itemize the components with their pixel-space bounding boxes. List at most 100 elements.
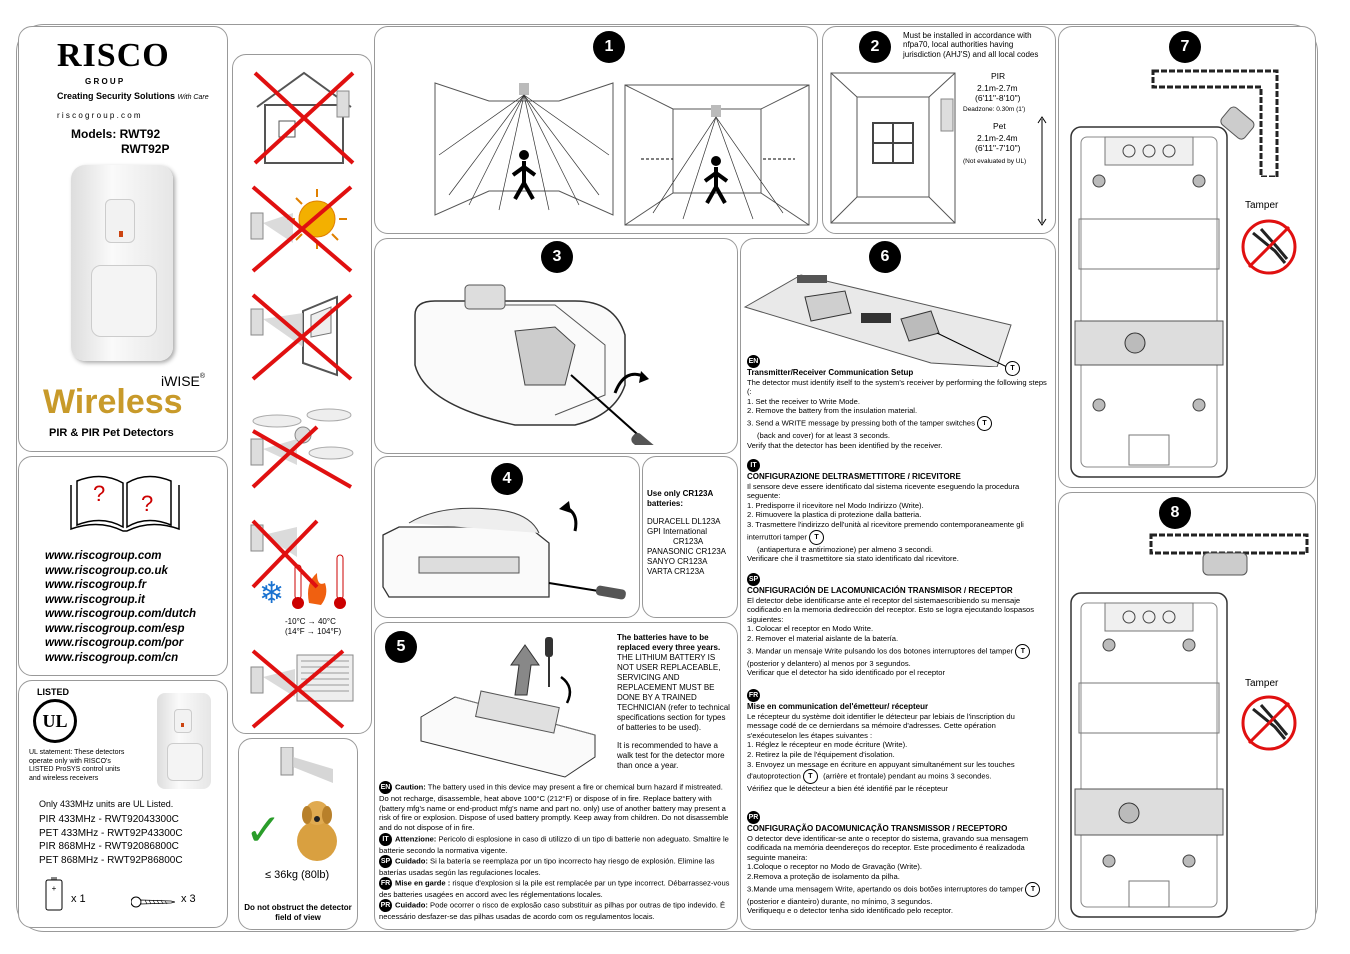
battery-list: DURACELL DL123A GPI International CR123A… (647, 517, 737, 577)
screw-qty: x 3 (181, 893, 196, 905)
section-6-panel: 6 T EN Transmitter/Receiver Communicatio… (740, 238, 1056, 930)
use-only-label: Use only CR123A batteries: (647, 489, 713, 508)
url-link[interactable]: www.riscogroup.com (45, 550, 162, 562)
url-link[interactable]: www.riscogroup.com/por (45, 637, 184, 649)
install-note: Must be installed in accordance with nfp… (903, 31, 1039, 59)
battery-item: PANASONIC CR123A (647, 547, 726, 556)
temp-celsius: -10°C → 40°C (285, 617, 336, 626)
tagline-main: Creating Security Solutions (57, 91, 176, 101)
step-number-2: 2 (859, 31, 891, 63)
step-number-6: 6 (869, 241, 901, 273)
lang-badge: IT (747, 459, 760, 472)
battery-qty: x 1 (71, 893, 86, 905)
section-4-panel: 4 (374, 456, 640, 618)
side-detector-icon (940, 98, 954, 132)
tamper-label-7: Tamper (1245, 200, 1279, 211)
section-1-panel: 1 (374, 26, 818, 234)
series-label: iWISE® (161, 373, 206, 389)
ul-detector-image (157, 693, 211, 789)
ul-listed-text: LISTED (37, 687, 70, 697)
url-link[interactable]: www.riscogroup.com/cn (45, 651, 179, 664)
height-arrow (1037, 116, 1047, 226)
coverage-room-right (624, 84, 810, 226)
battery-item: DURACELL DL123A (647, 517, 721, 526)
setup-fr: FR Mise en communication del'émetteur/ r… (747, 689, 1047, 794)
lang-badge: SP (379, 855, 392, 868)
url-list: www.riscogroup.com www.riscogroup.co.uk … (45, 549, 196, 665)
ul-model-row: PIR 433MHz - RWT92043300C (39, 814, 179, 825)
do-not-panel: ❄ -10°C → 40°C (14°F → 104°F) (232, 54, 372, 734)
book-icon (70, 475, 180, 532)
window-icon (250, 293, 353, 381)
ceiling-fan-icon (250, 408, 354, 489)
url-link[interactable]: www.riscogroup.co.uk (45, 564, 168, 577)
tamper-t-marker: T (802, 769, 818, 785)
setup-title: Mise en communication del'émetteur/ réce… (747, 702, 929, 711)
battery-item: SANYO CR123A (647, 557, 708, 566)
corner-wall-icon (1151, 69, 1279, 177)
pet-height: 2.1m-2.4m (977, 133, 1018, 143)
pir-label: PIR (991, 71, 1006, 81)
step-number-8: 8 (1159, 497, 1191, 529)
url-link[interactable]: www.riscogroup.it (45, 593, 145, 606)
pet-label: Pet (993, 121, 1006, 131)
lang-badge: IT (379, 833, 392, 846)
open-cover-illustration (414, 284, 666, 445)
detector-image (71, 165, 173, 361)
page-frame (16, 24, 1318, 932)
house-icon (253, 71, 355, 165)
lang-badge: PR (379, 899, 392, 912)
question-mark-1: ? (93, 481, 106, 506)
temp-fahrenheit: (14°F → 104°F) (285, 627, 342, 636)
battery-item: GPI International (647, 527, 708, 536)
detector-beam-icon (280, 747, 333, 783)
setup-title: CONFIGURACIÓN DE LACOMUNICACIÓN TRANSMIS… (747, 586, 1013, 595)
tamper-label-8: Tamper (1245, 678, 1279, 689)
lang-badge: EN (379, 781, 392, 794)
check-mark-icon: ✓ (245, 805, 282, 856)
not-evaluated-label: (Not evaluated by UL) (963, 158, 1027, 165)
replace-heading: The batteries have to be replaced every … (617, 633, 721, 652)
walk-test-text: It is recommended to have a walk test fo… (617, 741, 725, 770)
websites-panel: ? ? www.riscogroup.com www.riscogroup.co… (18, 456, 228, 676)
step-number-1: 1 (593, 31, 625, 63)
models-label: Models: RWT92 (71, 127, 161, 141)
battery-list-panel: Use only CR123A batteries: DURACELL DL12… (642, 456, 738, 618)
models-second: RWT92P (121, 142, 170, 156)
tamper-t-marker: T (1005, 361, 1020, 376)
section-5-panel: 5 The batteries have to be replaced ever… (374, 622, 738, 930)
tamper-t-marker: T (1015, 643, 1031, 659)
url-link[interactable]: www.riscogroup.com/esp (45, 622, 185, 635)
ul-model-row: PET 868MHz - RWT92P86800C (39, 854, 183, 866)
ul-only: Only 433MHz units are UL Listed. (39, 799, 174, 809)
setup-it: IT CONFIGURAZIONE DELTRASMETTITORE / RIC… (747, 459, 1047, 564)
tamper-t-marker: T (1025, 881, 1041, 897)
question-mark-2: ? (141, 491, 154, 516)
url-link[interactable]: www.riscogroup.com/dutch (45, 608, 196, 620)
ul-logo: UL (33, 699, 77, 743)
step-number-7: 7 (1169, 31, 1201, 63)
temperature-icon: ❄ (250, 519, 346, 611)
section-7-panel: 7 Tamper (1058, 26, 1316, 488)
mounting-diagram (830, 72, 956, 224)
section-8-panel: 8 Tamper (1058, 492, 1316, 930)
remove-battery-illustration (382, 501, 626, 600)
back-plate-diagram (1070, 126, 1228, 478)
tagline: Creating Security Solutions With Care (57, 91, 209, 101)
battery-item: CR123A (673, 537, 704, 546)
sun-icon (250, 185, 353, 273)
lang-badge: FR (379, 877, 392, 890)
ul-panel: LISTED UL UL statement: These detectors … (18, 680, 228, 928)
pir-height-imperial: (6'11"-8'10") (975, 93, 1021, 103)
battery-icon: + (45, 877, 63, 911)
heating-vent-icon (250, 649, 354, 729)
product-subtitle: PIR & PIR Pet Detectors (49, 427, 174, 439)
setup-title: Transmitter/Receiver Communication Setup (747, 368, 914, 377)
product-name: Wireless (43, 383, 183, 421)
setup-en: EN Transmitter/Receiver Communication Se… (747, 355, 1047, 450)
svg-text:+: + (52, 884, 57, 893)
url-link[interactable]: www.riscogroup.fr (45, 579, 147, 591)
